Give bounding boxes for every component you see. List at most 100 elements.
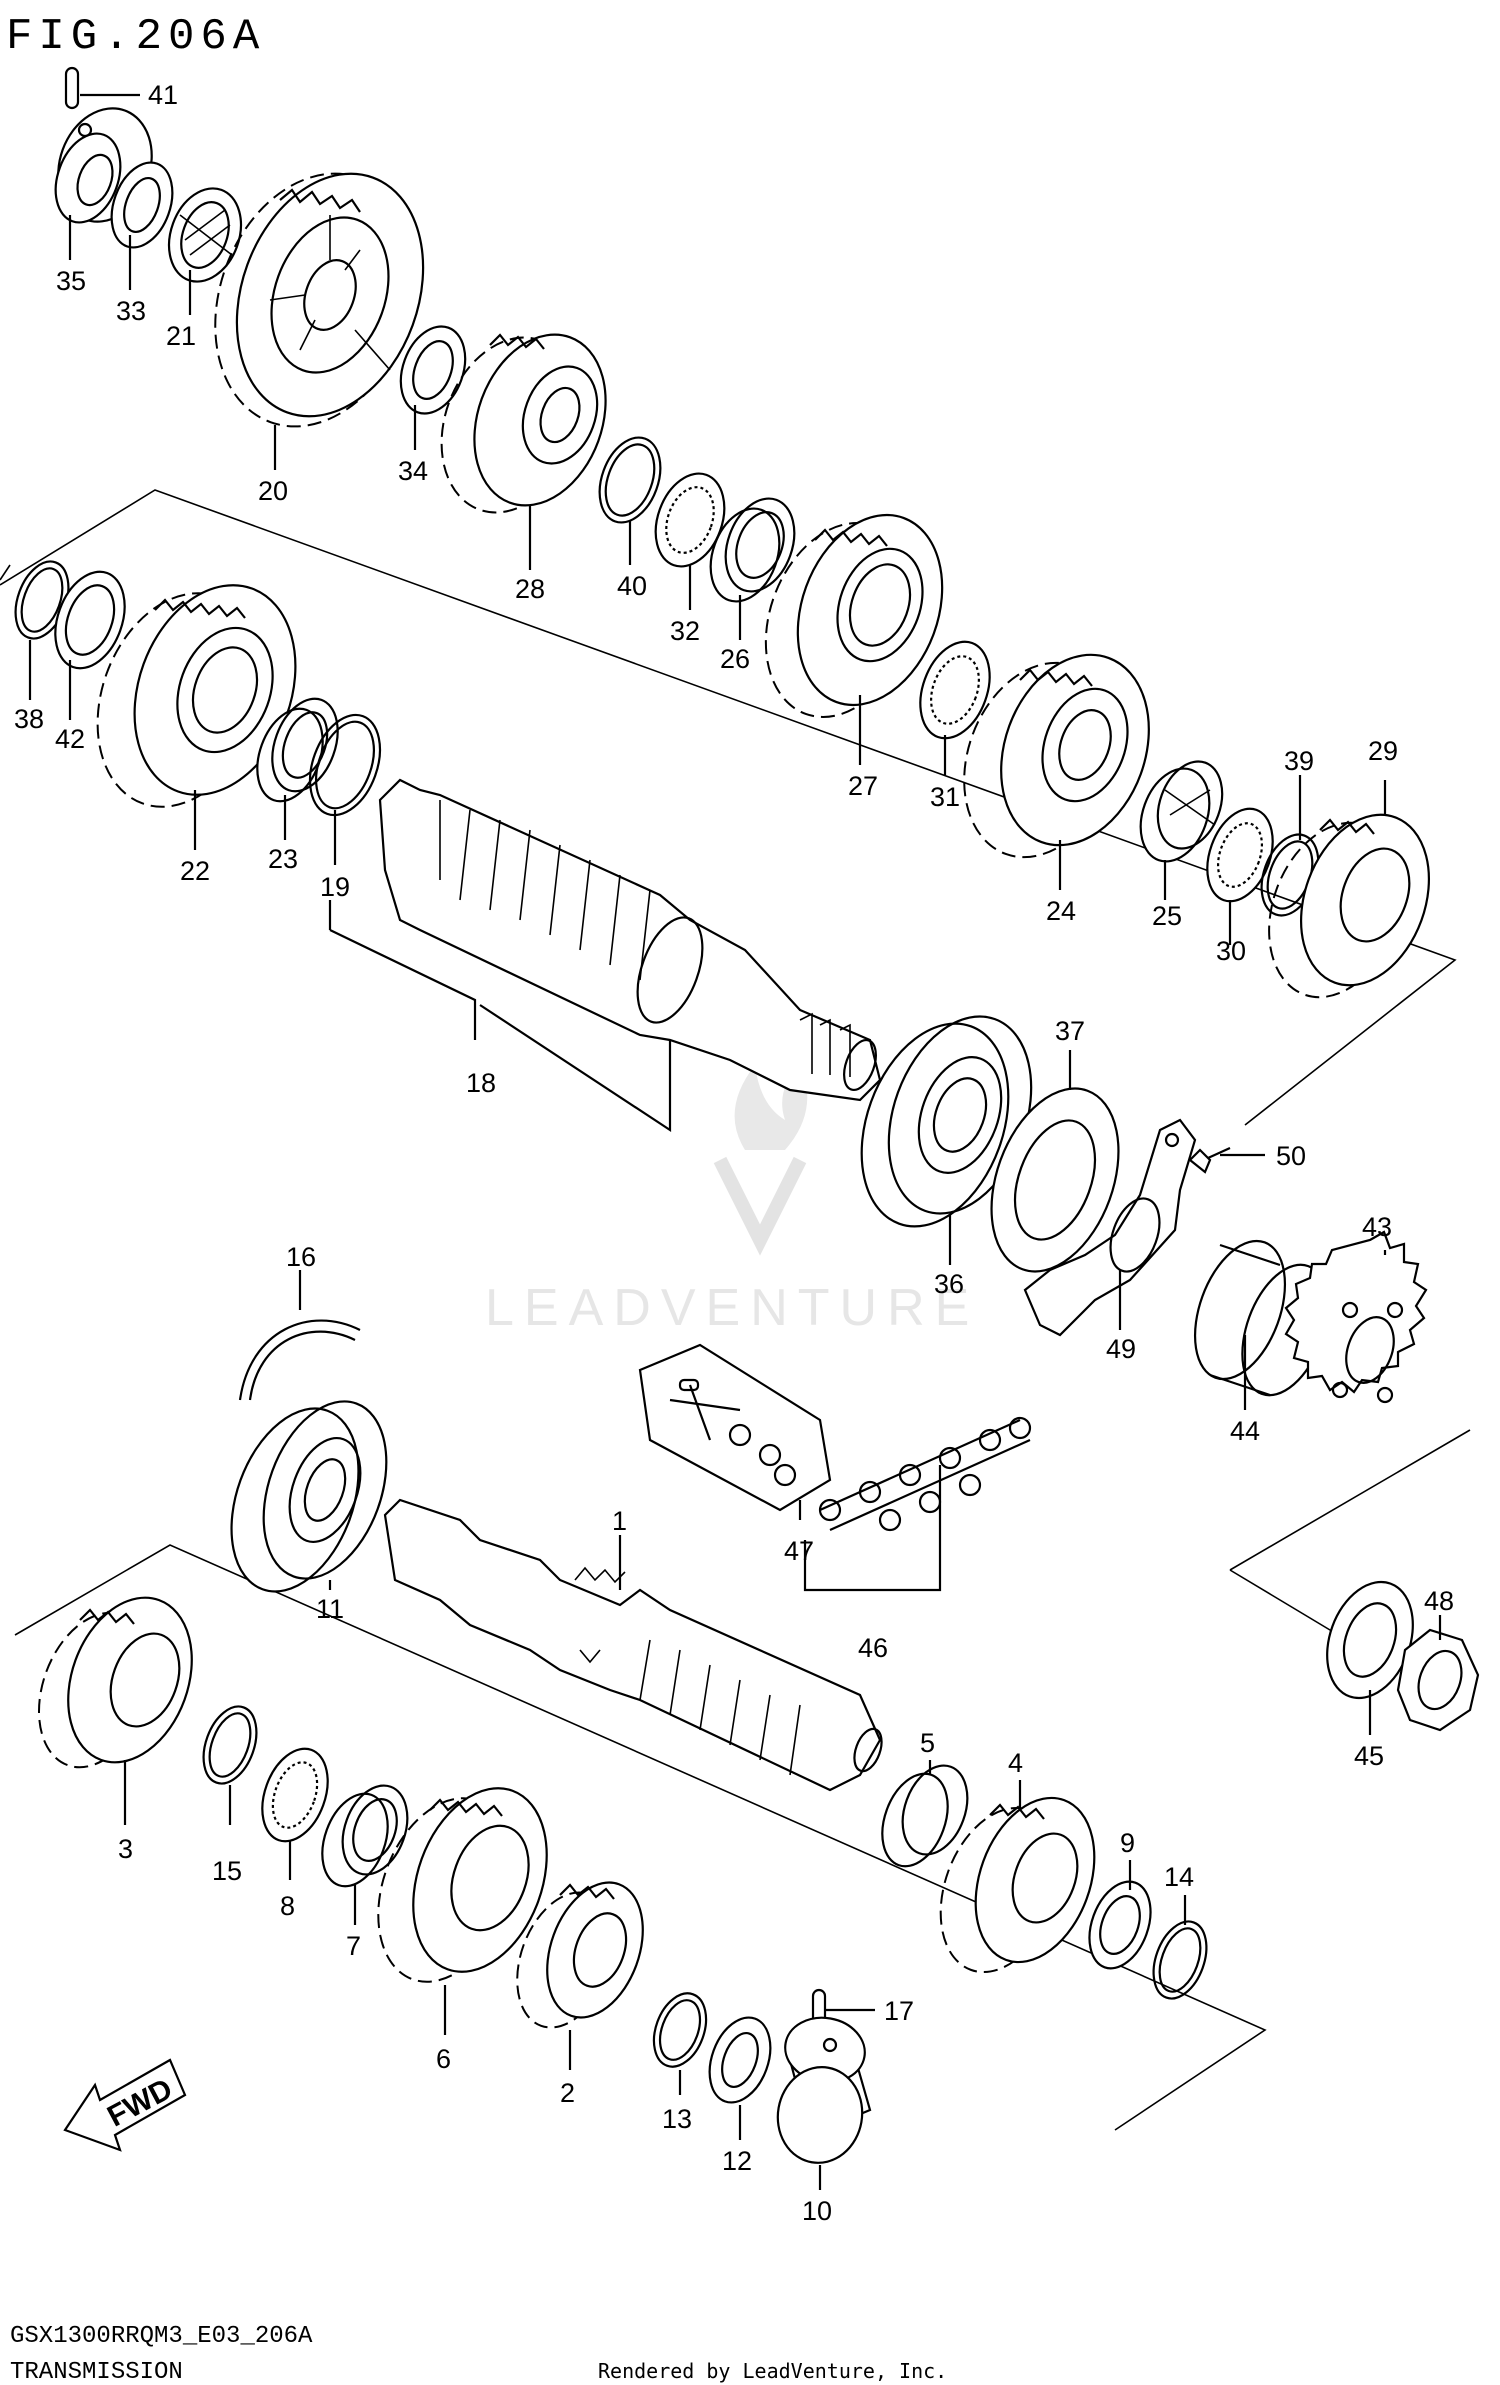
callout-32: 32 [670,616,700,646]
part-48-nut [1396,1628,1480,1732]
callout-30: 30 [1216,936,1246,966]
part-19-circlip [308,713,382,817]
callout-14: 14 [1164,1862,1194,1892]
callout-31: 31 [930,782,960,812]
figure-title: FIG.206A [6,12,265,62]
callout-46: 46 [858,1633,888,1663]
part-26-bushing [709,497,796,603]
part-50-bolt [1188,1146,1231,1174]
part-5-bushing [881,1764,969,1868]
callout-15: 15 [212,1856,242,1886]
part-47-chain-joint-kit [638,1343,832,1512]
callout-18: 18 [466,1068,496,1098]
leadventure-watermark: LEADVENTURE [485,1065,979,1337]
part-37-oil-seal [990,1087,1120,1273]
part-43-sprocket [1284,1230,1428,1404]
callout-44: 44 [1230,1416,1260,1446]
callout-25: 25 [1152,901,1182,931]
part-15-circlip [202,1705,258,1785]
render-credit: Rendered by LeadVenture, Inc. [598,2359,947,2383]
part-1-driveshaft [383,1498,883,1792]
part-29-gear [1268,813,1431,999]
part-16-circlip [238,1319,361,1401]
callout-9: 9 [1120,1828,1135,1858]
part-49-retainer-plate [1023,1118,1197,1337]
callout-19: 19 [320,872,350,902]
callout-1: 1 [612,1506,627,1536]
callout-43: 43 [1362,1212,1392,1242]
callout-22: 22 [180,856,210,886]
callout-3: 3 [118,1834,133,1864]
leader-lines [28,93,1442,2190]
part-40-circlip [598,436,662,524]
callout-7: 7 [346,1931,361,1961]
callout-29: 29 [1368,736,1398,766]
callout-26: 26 [720,644,750,674]
part-27-gear [764,513,944,718]
callout-13: 13 [662,2104,692,2134]
callout-49: 49 [1106,1334,1136,1364]
callout-50: 50 [1276,1141,1306,1171]
callout-2: 2 [560,2078,575,2108]
part-4-gear [939,1796,1096,1974]
callout-4: 4 [1008,1748,1023,1778]
part-14-circlip [1152,1920,1208,2000]
part-42-washer [54,570,126,670]
fwd-direction-arrow: FWD [63,2058,187,2152]
part-12-oil-seal [708,2016,772,2104]
part-7-needle-bearing [321,1784,409,1888]
callout-47: 47 [784,1536,814,1566]
part-21-needle-bearing [167,187,243,283]
part-2-gear [516,1881,644,2029]
part-30-splined-washer [1206,807,1274,903]
callout-41: 41 [148,80,178,110]
model-code: GSX1300RRQM3_E03_206A [10,2323,313,2350]
callout-27: 27 [848,771,878,801]
callout-16: 16 [286,1242,316,1272]
countershaft-group-outline [0,489,1457,1126]
part-24-gear [963,653,1150,859]
callout-45: 45 [1354,1741,1384,1771]
part-9-washer [1088,1880,1152,1970]
part-11-ball-bearing [230,1400,388,1593]
part-10-collar [776,2016,872,2164]
callout-42: 42 [55,724,85,754]
callout-35: 35 [56,266,86,296]
part-3-gear [37,1596,193,1769]
callout-10: 10 [802,2196,832,2226]
section-name: TRANSMISSION [10,2359,183,2385]
part-25-needle-bearing [1139,760,1224,863]
part-18-countershaft [378,778,882,1102]
callout-36: 36 [934,1269,964,1299]
part-22-gear [96,584,297,808]
callout-21: 21 [166,321,196,351]
part-41-dowel-pin [64,66,80,110]
callout-20: 20 [258,476,288,506]
part-13-circlip [652,1992,708,2068]
part-33-washer [110,161,174,249]
callout-37: 37 [1055,1016,1085,1046]
callout-40: 40 [617,571,647,601]
watermark-text: LEADVENTURE [485,1279,979,1337]
part-46-drive-chain [818,1416,1032,1532]
part-8-splined-washer [261,1747,329,1843]
part-6-gear [377,1787,548,1983]
callout-11: 11 [316,1594,344,1624]
callout-39: 39 [1284,746,1314,776]
callout-8: 8 [280,1891,295,1921]
part-28-gear [440,333,607,514]
callout-48: 48 [1424,1586,1454,1616]
callout-34: 34 [398,456,428,486]
driveshaft-group-outline [14,1544,1267,2131]
callout-24: 24 [1046,896,1076,926]
callout-33: 33 [116,296,146,326]
part-20-large-gear [214,172,425,428]
callout-23: 23 [268,844,298,874]
callout-6: 6 [436,2044,451,2074]
callout-labels: 41 35 33 21 20 34 28 40 32 26 27 31 24 2… [14,80,1454,2226]
callout-5: 5 [920,1728,935,1758]
part-34-washer [399,325,467,415]
callout-38: 38 [14,704,44,734]
callout-12: 12 [722,2146,752,2176]
